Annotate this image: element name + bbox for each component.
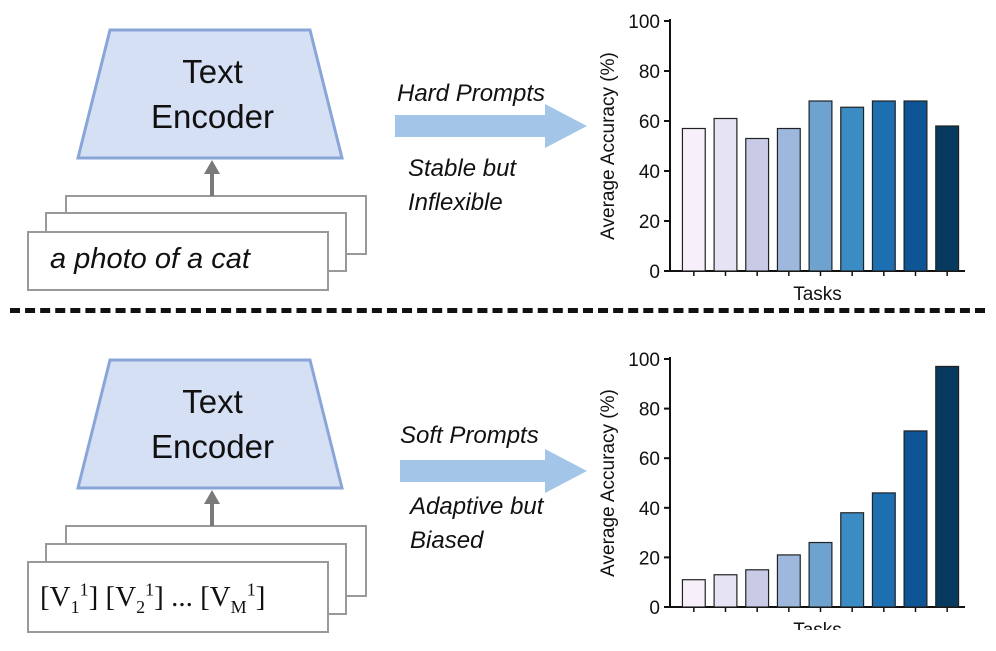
y-tick-label: 0 <box>649 262 660 283</box>
bar <box>745 569 770 608</box>
hard-prompts-panel: Text Encoder a photo of a cat Hard Promp… <box>0 0 996 300</box>
soft-prompt-tokens: [V11] [V21] ... [VM1] <box>40 579 265 617</box>
y-tick-label: 100 <box>628 12 660 33</box>
desc-line1: Stable but <box>408 155 517 182</box>
y-tick-label: 80 <box>639 400 660 421</box>
text-encoder-shape <box>76 358 344 490</box>
bar <box>808 541 833 608</box>
encoder-label-line1: Text <box>182 53 243 90</box>
x-axis-label: Tasks <box>793 284 842 300</box>
desc-line2: Inflexible <box>408 189 503 216</box>
desc-line2: Biased <box>410 527 484 554</box>
token-m: ... [VM1] <box>171 579 266 617</box>
y-axis-label: Average Accuracy (%) <box>598 389 619 577</box>
arrow-label: Hard Prompts <box>397 80 546 107</box>
text-encoder-shape <box>76 28 344 160</box>
bar <box>681 127 706 272</box>
y-axis-label: Average Accuracy (%) <box>598 52 619 240</box>
y-tick-label: 100 <box>628 350 660 371</box>
bar <box>935 365 960 608</box>
arrow-label: Soft Prompts <box>400 422 539 449</box>
token-1: [V11] <box>40 579 99 617</box>
bar <box>840 512 865 608</box>
x-axis-label: Tasks <box>793 620 842 630</box>
bar <box>776 127 801 272</box>
hard-prompt-text: a photo of a cat <box>50 243 250 275</box>
bar <box>681 579 706 608</box>
y-tick-label: 20 <box>639 548 660 569</box>
bar <box>713 117 738 272</box>
bar <box>776 554 801 608</box>
dashed-divider <box>10 308 985 313</box>
bar <box>871 100 896 272</box>
prompt-card-front <box>27 561 329 633</box>
y-tick-label: 0 <box>649 598 660 619</box>
bar <box>903 100 928 272</box>
up-arrow-head <box>204 160 220 174</box>
right-arrow-shaft <box>395 115 545 137</box>
y-tick-label: 40 <box>639 162 660 183</box>
encoder-diagram <box>27 28 587 291</box>
y-tick-label: 40 <box>639 499 660 520</box>
bar <box>871 492 896 608</box>
y-tick-label: 60 <box>639 112 660 133</box>
bar <box>903 430 928 608</box>
encoder-label-line1: Text <box>182 383 243 420</box>
bar <box>745 137 770 272</box>
right-arrow-head <box>545 104 587 148</box>
bar <box>840 106 865 272</box>
right-arrow-head <box>545 449 587 493</box>
y-tick-label: 80 <box>639 62 660 83</box>
desc-line1: Adaptive but <box>410 493 544 520</box>
right-arrow-shaft <box>400 460 545 482</box>
bar <box>808 100 833 272</box>
token-2: [V21] <box>105 579 164 617</box>
up-arrow-head <box>204 490 220 504</box>
soft-prompts-panel: Text Encoder [V11] [V21] ... [VM1] Soft … <box>0 330 996 651</box>
encoder-diagram <box>27 358 587 633</box>
prompt-card-front <box>27 231 329 291</box>
y-tick-label: 60 <box>639 449 660 470</box>
y-tick-label: 20 <box>639 212 660 233</box>
bar <box>713 574 738 608</box>
bar <box>935 125 960 272</box>
encoder-label-line2: Encoder <box>151 428 274 465</box>
encoder-label-line2: Encoder <box>151 98 274 135</box>
